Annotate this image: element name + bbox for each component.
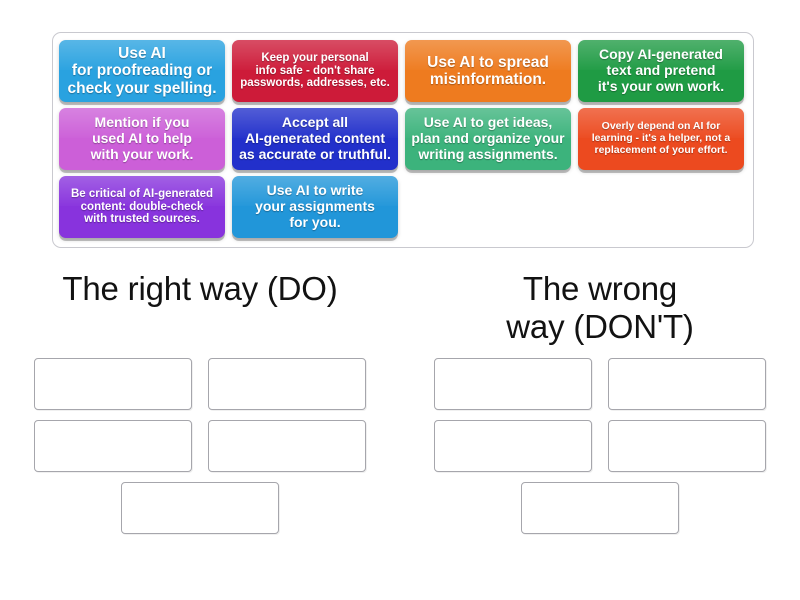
dropzone-slot[interactable]: [521, 482, 679, 534]
dropzone-slot[interactable]: [208, 358, 366, 410]
category-title-line: The wrong: [522, 270, 678, 307]
category-title-line: The right way (DO): [62, 270, 338, 307]
dropzone-slot[interactable]: [34, 420, 192, 472]
dropzone-slot[interactable]: [208, 420, 366, 472]
category-title-line: way (DON'T): [506, 307, 694, 345]
draggable-tile[interactable]: Use AI to get ideas,plan and organize yo…: [405, 108, 571, 170]
dropzone-slot[interactable]: [34, 358, 192, 410]
dropzone-slot[interactable]: [434, 420, 592, 472]
dropzone-slot[interactable]: [434, 358, 592, 410]
dropzone-slot[interactable]: [608, 420, 766, 472]
dropzone-slot[interactable]: [608, 358, 766, 410]
category-title: The right way (DO): [0, 270, 400, 358]
tile-label: Use AI to get ideas,plan and organize yo…: [411, 114, 565, 162]
category-column: The right way (DO): [0, 270, 400, 600]
dropzone-slot[interactable]: [121, 482, 279, 534]
dropzone-grid: [0, 358, 400, 534]
dropzone-grid: [400, 358, 800, 534]
